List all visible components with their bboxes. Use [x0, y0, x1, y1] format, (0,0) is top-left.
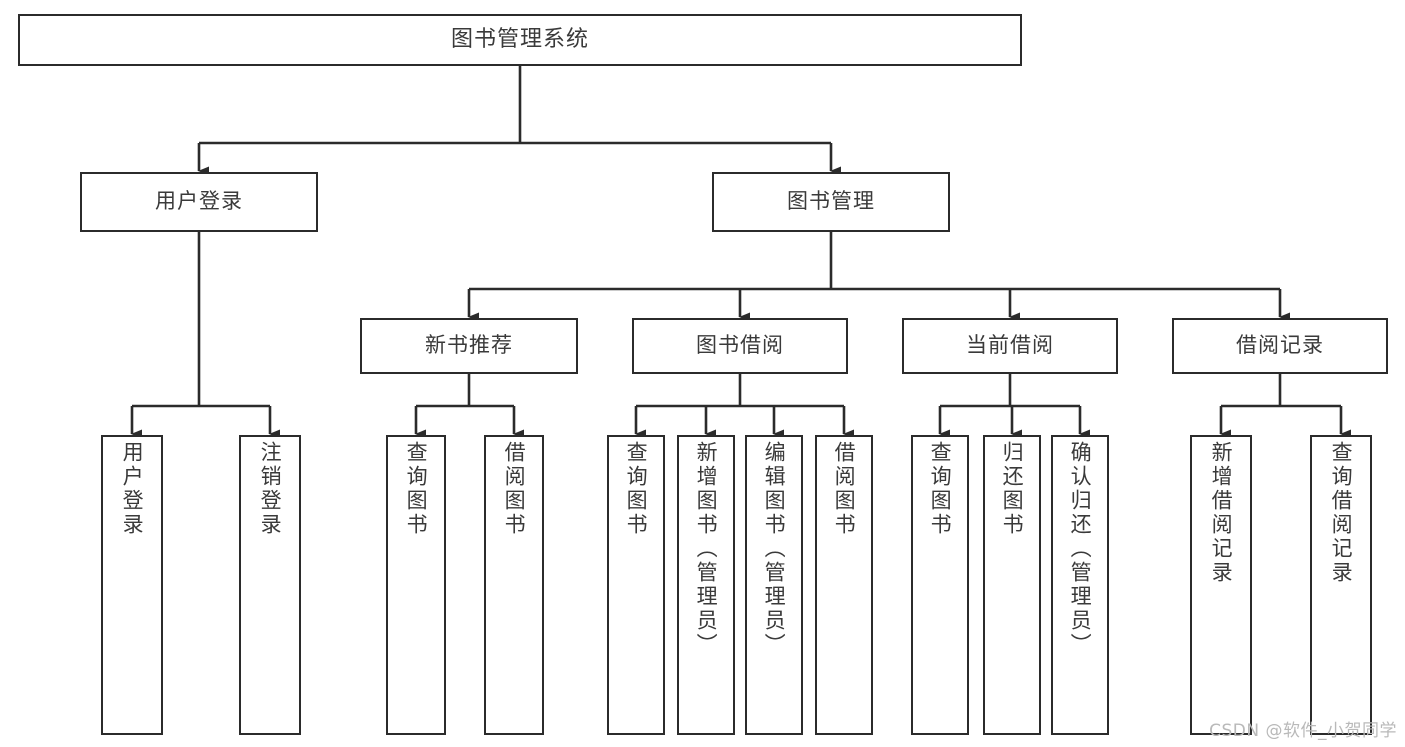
node-user-login[interactable]: 用户登录	[80, 172, 318, 232]
node-label: 编辑图书（管理员）	[762, 441, 787, 657]
node-root-system[interactable]: 图书管理系统	[18, 14, 1022, 66]
node-label: 当前借阅	[966, 333, 1054, 358]
node-leaf-confirm-return-admin[interactable]: 确认归还（管理员）	[1051, 435, 1109, 735]
node-label: 图书管理	[787, 189, 875, 214]
node-new-book-recommendation[interactable]: 新书推荐	[360, 318, 578, 374]
node-label: 查询图书	[624, 441, 649, 537]
node-leaf-query-borrow-record[interactable]: 查询借阅记录	[1310, 435, 1372, 735]
node-leaf-query-book-current[interactable]: 查询图书	[911, 435, 969, 735]
node-label: 用户登录	[155, 189, 243, 214]
node-leaf-borrow-book-newbook[interactable]: 借阅图书	[484, 435, 544, 735]
node-label: 用户登录	[120, 441, 145, 537]
node-label: 查询图书	[928, 441, 953, 537]
node-label: 图书借阅	[696, 333, 784, 358]
node-label: 查询图书	[404, 441, 429, 537]
node-leaf-add-book-admin[interactable]: 新增图书（管理员）	[677, 435, 735, 735]
csdn-watermark: CSDN @软件_小贺同学	[1209, 721, 1397, 741]
node-leaf-return-book[interactable]: 归还图书	[983, 435, 1041, 735]
node-leaf-query-book-borrow[interactable]: 查询图书	[607, 435, 665, 735]
node-leaf-edit-book-admin[interactable]: 编辑图书（管理员）	[745, 435, 803, 735]
node-book-management[interactable]: 图书管理	[712, 172, 950, 232]
node-book-borrowing[interactable]: 图书借阅	[632, 318, 848, 374]
node-label: 借阅记录	[1236, 333, 1324, 358]
node-label: 借阅图书	[832, 441, 857, 537]
node-current-borrowing[interactable]: 当前借阅	[902, 318, 1118, 374]
node-leaf-borrow-book[interactable]: 借阅图书	[815, 435, 873, 735]
node-label: 注销登录	[258, 441, 283, 537]
node-leaf-add-borrow-record[interactable]: 新增借阅记录	[1190, 435, 1252, 735]
node-label: 确认归还（管理员）	[1068, 441, 1093, 657]
node-label: 查询借阅记录	[1329, 441, 1354, 585]
node-label: 新书推荐	[425, 333, 513, 358]
node-leaf-logout[interactable]: 注销登录	[239, 435, 301, 735]
node-label: 归还图书	[1000, 441, 1025, 537]
node-label: 借阅图书	[502, 441, 527, 537]
node-label: 图书管理系统	[450, 26, 589, 52]
node-borrow-records[interactable]: 借阅记录	[1172, 318, 1388, 374]
node-label: 新增借阅记录	[1209, 441, 1234, 585]
node-leaf-user-login[interactable]: 用户登录	[101, 435, 163, 735]
node-label: 新增图书（管理员）	[694, 441, 719, 657]
node-leaf-query-book-newbook[interactable]: 查询图书	[386, 435, 446, 735]
